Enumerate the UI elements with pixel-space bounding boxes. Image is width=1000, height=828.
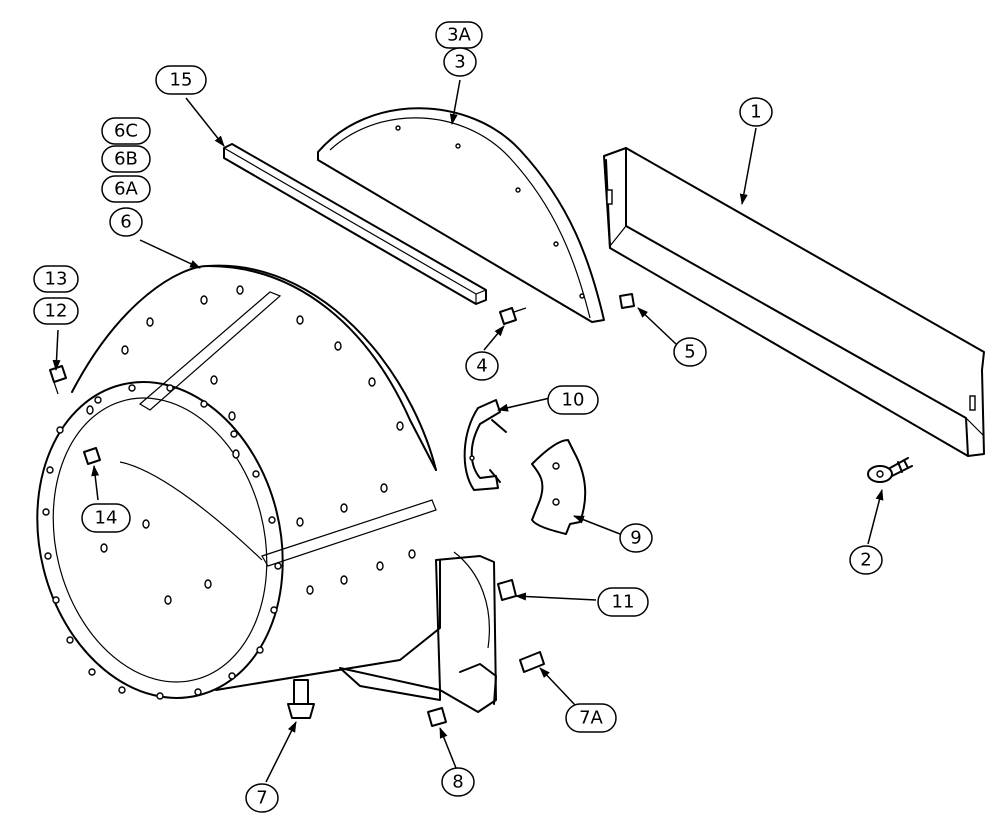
svg-text:6: 6 <box>120 212 131 233</box>
callout-2: 2 <box>849 545 883 575</box>
fastener-14 <box>83 447 101 465</box>
svg-text:1: 1 <box>750 102 761 123</box>
fastener-7 <box>287 679 315 719</box>
fastener-8 <box>427 707 447 727</box>
fastener-12-13 <box>49 365 67 395</box>
part-channel <box>603 147 985 457</box>
callout-4: 4 <box>465 351 499 381</box>
svg-text:14: 14 <box>95 508 118 529</box>
svg-text:2: 2 <box>860 550 871 571</box>
svg-text:11: 11 <box>612 592 635 613</box>
ring-holes <box>42 384 282 700</box>
callout-3: 3 <box>443 47 477 77</box>
callout-5: 5 <box>673 337 707 367</box>
svg-text:15: 15 <box>170 70 193 91</box>
callout-10: 10 <box>547 385 599 415</box>
svg-text:10: 10 <box>562 390 585 411</box>
svg-text:7A: 7A <box>579 708 603 729</box>
callout-13: 13 <box>33 265 79 293</box>
part-eye-bolt <box>867 457 913 483</box>
svg-text:6B: 6B <box>114 149 138 170</box>
callout-9: 9 <box>619 523 653 553</box>
callout-6a: 6A <box>101 175 151 203</box>
part-cone-housing <box>36 264 497 713</box>
callout-6: 6 <box>109 207 143 237</box>
callout-8: 8 <box>441 767 475 797</box>
callout-14: 14 <box>81 503 131 533</box>
part-half-moon-plate <box>531 439 587 535</box>
svg-text:12: 12 <box>45 301 68 322</box>
svg-text:13: 13 <box>45 269 68 290</box>
svg-text:5: 5 <box>684 342 695 363</box>
leader-lines <box>52 79 884 783</box>
svg-text:6C: 6C <box>114 121 138 142</box>
body-holes <box>86 285 416 605</box>
fastener-5 <box>619 293 635 309</box>
svg-text:4: 4 <box>476 356 487 377</box>
svg-text:9: 9 <box>630 528 641 549</box>
callout-11: 11 <box>597 587 649 617</box>
callout-1: 1 <box>739 97 773 127</box>
callout-3a: 3A <box>435 21 483 49</box>
callout-6b: 6B <box>101 145 151 173</box>
svg-text:6A: 6A <box>114 179 138 200</box>
part-arc-plate <box>317 107 605 323</box>
callout-12: 12 <box>33 297 79 325</box>
svg-text:8: 8 <box>452 772 463 793</box>
callout-6c: 6C <box>101 117 151 145</box>
svg-text:3: 3 <box>454 52 465 73</box>
fastener-4 <box>499 307 527 325</box>
svg-text:3A: 3A <box>447 25 471 46</box>
fastener-11 <box>497 579 517 601</box>
svg-text:7: 7 <box>256 788 267 809</box>
part-square-bar <box>223 143 487 305</box>
fastener-7a <box>519 651 545 673</box>
part-half-clamp <box>463 399 507 491</box>
callout-15: 15 <box>155 65 207 95</box>
callout-7: 7 <box>245 783 279 813</box>
callout-7a: 7A <box>565 703 617 733</box>
